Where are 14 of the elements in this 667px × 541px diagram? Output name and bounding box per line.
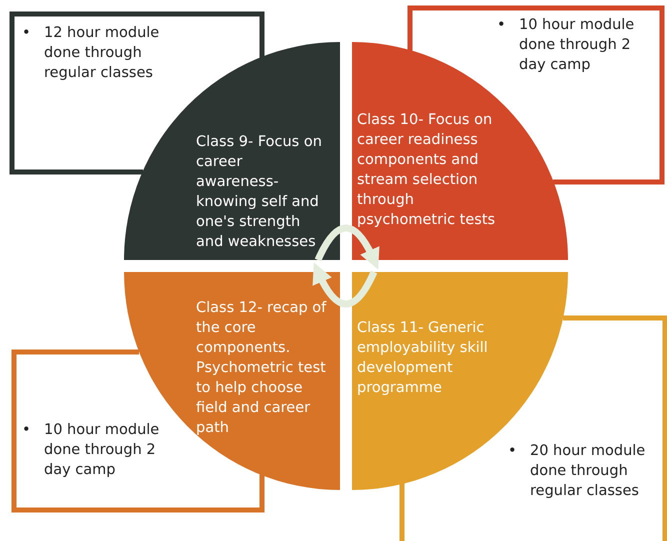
module-note: 10 hour module done through 2 day camp	[519, 16, 636, 75]
curved-arrow	[314, 224, 379, 270]
curved-arrow	[313, 262, 378, 308]
bullet-marker: •	[508, 442, 517, 461]
module-note: 20 hour module done through regular classes	[530, 442, 646, 501]
stage-text: Class 12- recap of the core components. Psychometric test to help choose field and career path	[196, 299, 328, 438]
bullet-marker: •	[22, 24, 31, 43]
stage-text: Class 11- Generic employability skill development programme	[357, 319, 489, 398]
bullet-marker: •	[22, 421, 31, 440]
stage-text: Class 10- Focus on career readiness components and stream selection through psychometric tests	[357, 111, 496, 230]
bullet-marker: •	[497, 16, 506, 35]
stage-text: Class 9- Focus on career awareness- knowing self and one's strength and weaknesses	[196, 133, 323, 252]
module-note: 10 hour module done through 2 day camp	[44, 421, 160, 480]
module-note: 12 hour module done through regular classes	[44, 24, 160, 83]
